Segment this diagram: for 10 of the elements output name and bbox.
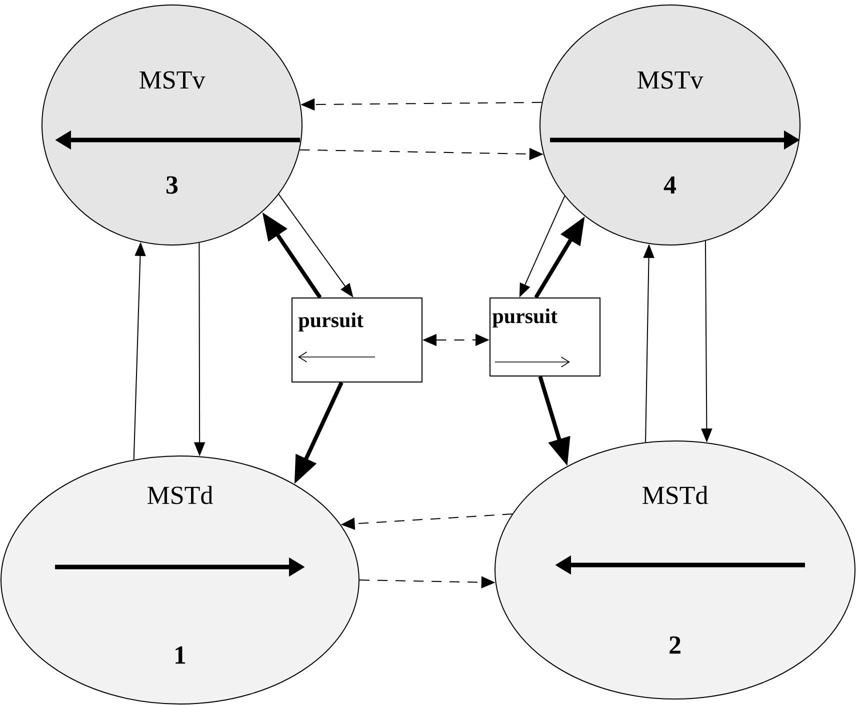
area-number: 4	[664, 176, 676, 194]
pursuit-box: pursuit	[292, 298, 422, 382]
area-number: 3	[166, 176, 178, 194]
area-name: MSTv	[638, 71, 704, 89]
area-name: MSTv	[140, 71, 206, 89]
area-number: 2	[670, 636, 680, 654]
area-number: 1	[176, 646, 186, 664]
area-name: MSTd	[148, 486, 213, 504]
area-name: MSTd	[642, 486, 708, 504]
pursuit-box: pursuit	[490, 298, 600, 376]
